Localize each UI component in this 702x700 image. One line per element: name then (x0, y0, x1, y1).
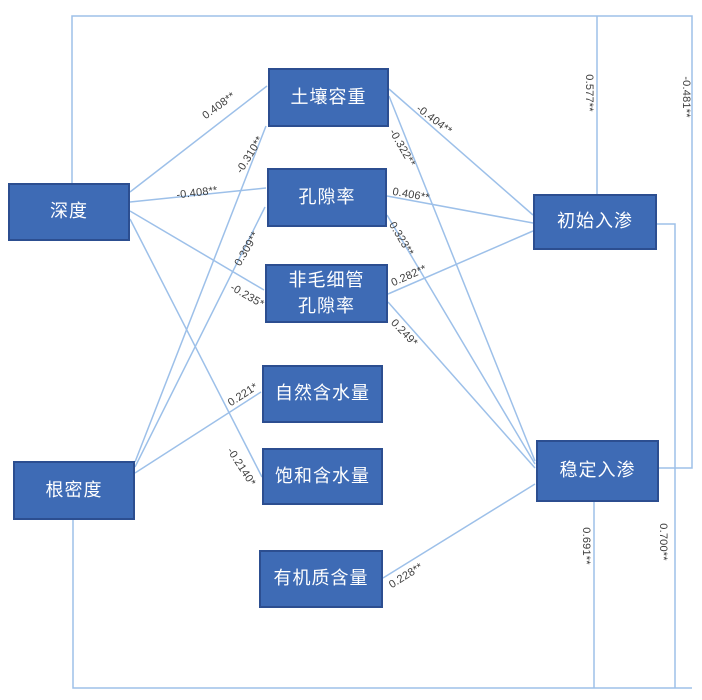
node-natural-water-content: 自然含水量 (262, 365, 383, 423)
line-depth-porosity (129, 187, 267, 203)
node-depth-label: 深度 (50, 201, 88, 222)
node-non-capillary-porosity-label: 非毛细管孔隙率 (288, 270, 365, 316)
line-rootdensity-soilbulk (134, 125, 267, 463)
line-depth-soilbulk (129, 85, 268, 193)
node-stable-infiltration-label: 稳定入渗 (559, 460, 636, 481)
node-organic-matter-content-label: 有机质含量 (273, 568, 369, 589)
path-depth-top-right-border (71, 15, 693, 469)
node-natural-water-content-label: 自然含水量 (275, 383, 370, 404)
node-depth: 深度 (8, 183, 130, 241)
node-saturated-water-content-label: 饱和含水量 (275, 465, 370, 486)
node-stable-infiltration: 稳定入渗 (536, 440, 659, 502)
line-depth-saturatedwater (129, 218, 263, 478)
node-initial-infiltration: 初始入渗 (533, 194, 657, 250)
line-rootdensity-porosity (134, 206, 266, 468)
line-rootdensity-naturalwater (134, 391, 262, 474)
node-non-capillary-porosity: 非毛细管孔隙率 (265, 264, 388, 323)
line-porosity-initial (386, 195, 534, 224)
line-depth-noncapillary (129, 210, 265, 291)
line-porosity-stable (386, 214, 536, 465)
edge-label-depth-initial: 0.577** (583, 74, 595, 112)
node-root-density-label: 根密度 (45, 479, 103, 500)
edge-label-rootdensity-initial: 0.700** (657, 523, 669, 561)
path-rootdensity-initial-branch (657, 223, 676, 688)
edge-label-rootdensity-stable: 0.691** (580, 527, 592, 565)
line-soilbulk-stable (388, 95, 536, 462)
node-initial-infiltration-label: 初始入渗 (557, 211, 633, 232)
path-rootdensity-bottom-border (72, 520, 692, 689)
node-soil-bulk-density: 土壤容重 (268, 68, 389, 127)
line-noncapillary-initial (387, 230, 534, 295)
edge-label-depth-stable: -0.481** (680, 76, 692, 118)
line-organic-stable (382, 483, 536, 579)
node-porosity-label: 孔隙率 (298, 186, 356, 207)
line-soilbulk-initial (388, 88, 534, 216)
node-saturated-water-content: 饱和含水量 (262, 448, 383, 505)
node-porosity: 孔隙率 (267, 168, 387, 227)
node-root-density: 根密度 (13, 461, 135, 520)
node-soil-bulk-density-label: 土壤容重 (290, 86, 367, 107)
line-noncapillary-stable (387, 301, 536, 469)
node-organic-matter-content: 有机质含量 (259, 550, 383, 608)
